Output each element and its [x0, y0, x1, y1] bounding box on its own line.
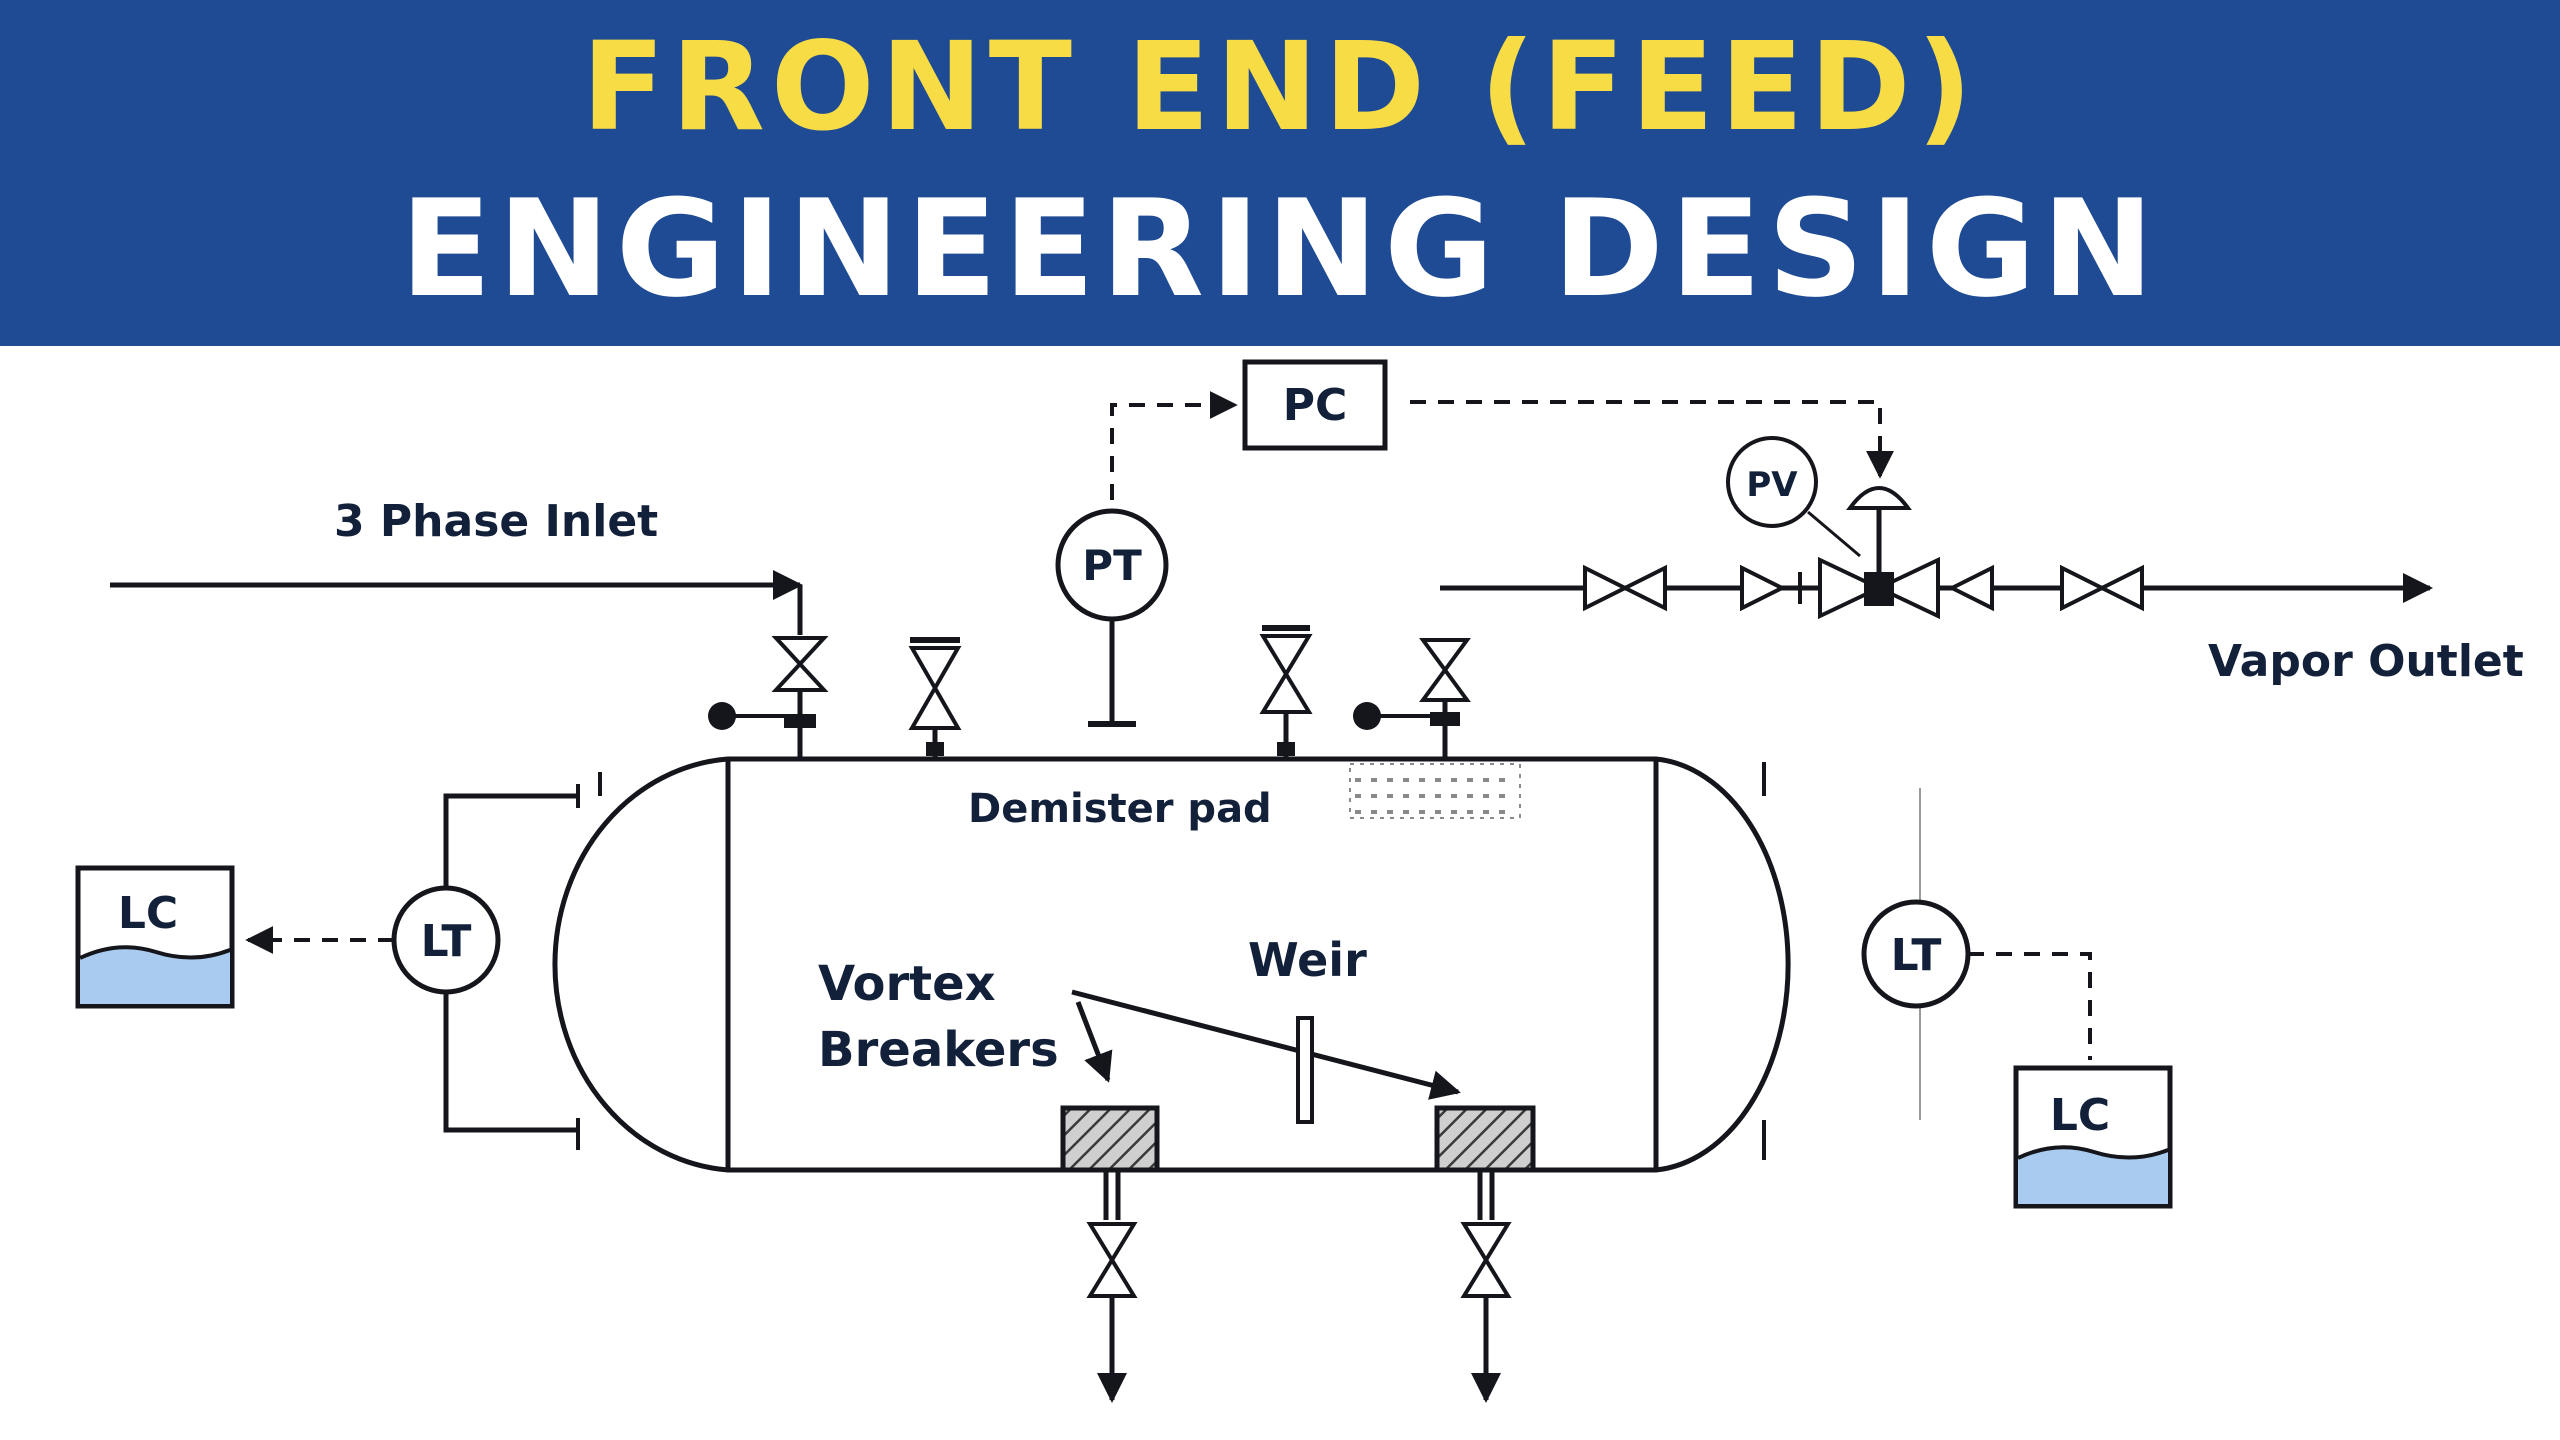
- left-lt-label: LT: [421, 916, 472, 967]
- outlet-valve-2: [2060, 564, 2144, 612]
- right-lc-box: [2013, 1065, 2173, 1209]
- top-nozzle-right: [1259, 625, 1313, 759]
- bottom-outlet-left: [1086, 1170, 1138, 1403]
- pressure-control-valve: [1818, 486, 1940, 620]
- pt-label: PT: [1082, 541, 1142, 590]
- title-banner: FRONT END (FEED) ENGINEERING DESIGN: [0, 0, 2560, 346]
- right-lt-label: LT: [1891, 930, 1942, 981]
- top-nozzle-relief: [1353, 638, 1471, 759]
- weir-line: [1071, 989, 1461, 1100]
- pc-box: [1242, 359, 1388, 451]
- vortex-breaker-left: [1060, 1105, 1160, 1173]
- outlet-check-valve: [1740, 564, 1787, 612]
- title-line-1: FRONT END (FEED): [581, 16, 1979, 158]
- pv-bubble: [1726, 436, 1818, 528]
- title-line-2: ENGINEERING DESIGN: [400, 171, 2160, 327]
- vortex-label-1: Vortex: [818, 956, 996, 1012]
- vortex-label-2: Breakers: [818, 1022, 1059, 1078]
- inlet-line: [110, 570, 829, 759]
- pv-label: PV: [1746, 465, 1798, 505]
- outlet-valve-1: [1583, 564, 1667, 612]
- pt-bubble: [1055, 508, 1169, 622]
- pc-to-pv-signal: [1410, 400, 1894, 479]
- pt-to-pc-signal: [1110, 391, 1238, 500]
- left-lc-label: LC: [118, 888, 178, 939]
- vapor-outlet-label: Vapor Outlet: [2208, 636, 2524, 687]
- top-nozzle-left: [908, 637, 962, 759]
- pv-link: [1807, 510, 1861, 558]
- left-lc-box: [75, 865, 235, 1009]
- weir-label: Weir: [1248, 933, 1367, 987]
- demister-label: Demister pad: [968, 786, 1272, 832]
- right-level-signal: [1968, 952, 2092, 1060]
- weir-plate: [1296, 1016, 1314, 1124]
- outlet-check-valve-2: [1947, 564, 1994, 612]
- demister-pad: [1349, 763, 1521, 819]
- bottom-outlet-right: [1460, 1170, 1512, 1403]
- vortex-pointer: [1075, 1001, 1113, 1083]
- inlet-label: 3 Phase Inlet: [334, 496, 658, 547]
- right-lc-label: LC: [2050, 1090, 2110, 1141]
- vortex-breaker-right: [1434, 1105, 1536, 1173]
- pc-label: PC: [1283, 380, 1348, 431]
- process-diagram: Demister pad 3 Phase Inlet: [75, 359, 2524, 1403]
